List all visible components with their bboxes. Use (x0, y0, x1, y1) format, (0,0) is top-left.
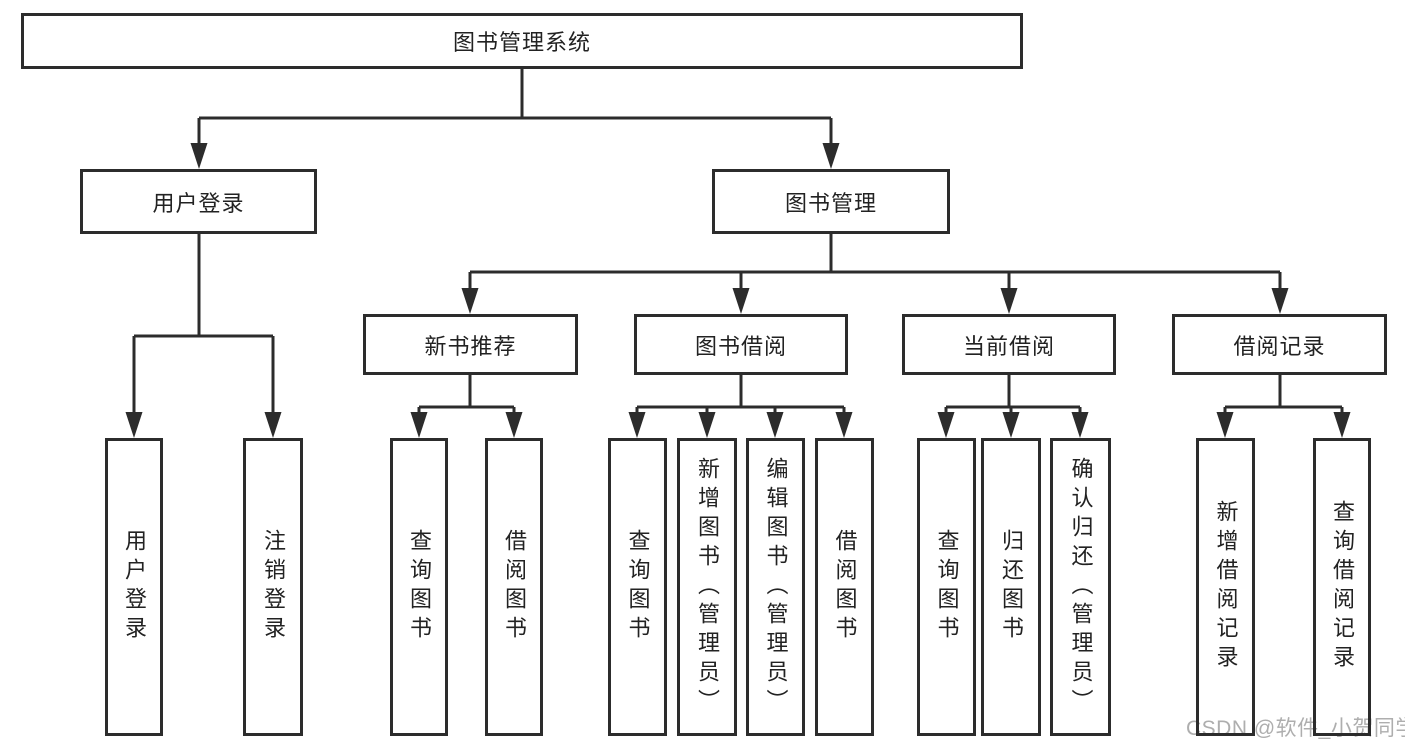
connector-borrow-to-leaves (628, 375, 853, 438)
node-book-management: 图书管理 (712, 169, 950, 234)
leaf-user-login: 用户登录 (105, 438, 163, 736)
leaf-label: 借阅图书 (832, 529, 858, 645)
leaf-borrow-books-recommend: 借阅图书 (485, 438, 543, 736)
leaf-query-borrow-record: 查询借阅记录 (1313, 438, 1371, 736)
leaf-label: 新增借阅记录 (1213, 500, 1239, 674)
leaf-label: 用户登录 (122, 529, 147, 645)
leaf-label: 查询图书 (407, 529, 432, 645)
node-borrow-records: 借阅记录 (1172, 314, 1387, 375)
leaf-borrow-books: 借阅图书 (815, 438, 874, 736)
leaf-label: 归还图书 (999, 529, 1024, 645)
node-label: 图书借阅 (694, 333, 787, 359)
leaf-label: 查询图书 (625, 529, 651, 645)
leaf-edit-books-admin: 编辑图书（管理员） (746, 438, 805, 736)
leaf-label: 查询图书 (934, 529, 960, 645)
node-label: 图书管理 (784, 190, 877, 216)
leaf-query-books-current: 查询图书 (917, 438, 976, 736)
csdn-watermark: CSDN @软件_小贺同学 (1186, 717, 1405, 740)
leaf-return-books: 归还图书 (981, 438, 1041, 736)
leaf-query-books-recommend: 查询图书 (390, 438, 448, 736)
leaf-add-books-admin: 新增图书（管理员） (677, 438, 737, 736)
node-book-borrow: 图书借阅 (634, 314, 848, 375)
connector-root-to-level2 (190, 69, 840, 169)
connector-management-to-level3 (461, 234, 1289, 314)
leaf-label: 注销登录 (261, 529, 286, 645)
leaf-label: 编辑图书（管理员） (763, 456, 789, 718)
connector-newbook-to-leaves (410, 375, 523, 438)
leaf-label: 查询借阅记录 (1330, 500, 1355, 674)
leaf-label: 借阅图书 (502, 529, 527, 645)
node-label: 用户登录 (152, 190, 245, 216)
node-current-borrow: 当前借阅 (902, 314, 1116, 375)
leaf-logout: 注销登录 (243, 438, 303, 736)
node-label: 图书管理系统 (452, 30, 591, 55)
leaf-label: 确认归还（管理员） (1068, 456, 1094, 718)
node-new-book-recommend: 新书推荐 (363, 314, 578, 375)
connector-records-to-leaves (1216, 375, 1351, 438)
node-label: 当前借阅 (962, 333, 1055, 359)
connector-current-to-leaves (937, 375, 1089, 438)
connector-login-to-leaves (125, 234, 282, 438)
node-library-management-system: 图书管理系统 (21, 13, 1023, 69)
leaf-label: 新增图书（管理员） (695, 456, 720, 718)
leaf-query-books-borrow: 查询图书 (608, 438, 667, 736)
leaf-confirm-return-admin: 确认归还（管理员） (1050, 438, 1111, 736)
leaf-add-borrow-record: 新增借阅记录 (1196, 438, 1255, 736)
node-label: 新书推荐 (424, 333, 517, 359)
node-user-login-branch: 用户登录 (80, 169, 317, 234)
node-label: 借阅记录 (1233, 333, 1326, 359)
